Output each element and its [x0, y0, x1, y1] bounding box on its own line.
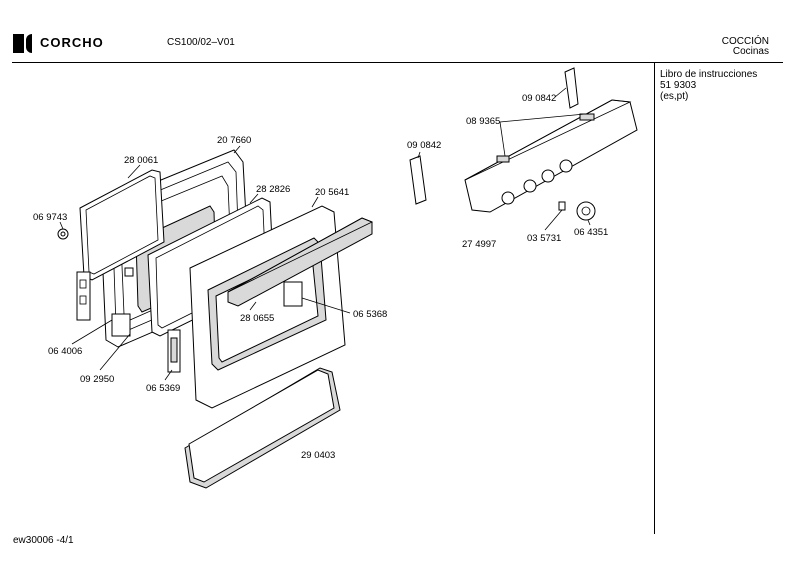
part-label: 06 4351: [574, 227, 608, 238]
part-label: 27 4997: [462, 239, 496, 250]
small-latch: [111, 267, 134, 337]
bracket-left: [409, 155, 427, 205]
part-label: 06 4006: [48, 346, 82, 357]
instruction-info: Libro de instrucciones 51 9303 (es,pt): [660, 69, 757, 102]
header-divider: [12, 62, 783, 63]
part-label: 06 9743: [33, 212, 67, 223]
part-label: 28 2826: [256, 184, 290, 195]
control-panel: [464, 99, 638, 213]
door-handle: [227, 217, 373, 307]
subcategory-label: Cocinas: [732, 46, 769, 57]
part-label: 06 5369: [146, 383, 180, 394]
leader-lines: [59, 87, 591, 381]
logo-mark-icon: [13, 34, 24, 53]
side-divider: [654, 62, 655, 534]
part-label: 20 7660: [217, 135, 251, 146]
instruction-title: Libro de instrucciones: [660, 69, 758, 80]
brand-name: CORCHO: [40, 35, 104, 50]
part-label: 08 9365: [466, 116, 500, 127]
bracket-top-right: [564, 67, 579, 109]
part-label: 09 0842: [407, 140, 441, 151]
brand-logo: CORCHO: [13, 34, 123, 54]
part-label: 03 5731: [527, 233, 561, 244]
footer-code: ew30006 -4/1: [13, 535, 74, 546]
part-label: 09 2950: [80, 374, 114, 385]
logo-arc-icon: [26, 34, 32, 53]
instruction-number: 51 9303: [660, 80, 697, 91]
hinge-06-5369: [167, 329, 181, 373]
part-label: 28 0655: [240, 313, 274, 324]
part-label: 20 5641: [315, 187, 349, 198]
drawer-front: [184, 367, 341, 489]
category-label: COCCIÓN: [721, 36, 769, 47]
knob: [558, 201, 596, 221]
part-label: 09 0842: [522, 93, 556, 104]
model-code: CS100/02–V01: [167, 37, 235, 48]
hinge-06-5368: [283, 281, 303, 307]
part-label: 29 0403: [301, 450, 335, 461]
part-label: 28 0061: [124, 155, 158, 166]
left-bracket: [76, 271, 91, 321]
part-label: 06 5368: [353, 309, 387, 320]
instruction-languages: (es,pt): [660, 91, 689, 102]
screw-06-9743: [57, 228, 69, 240]
